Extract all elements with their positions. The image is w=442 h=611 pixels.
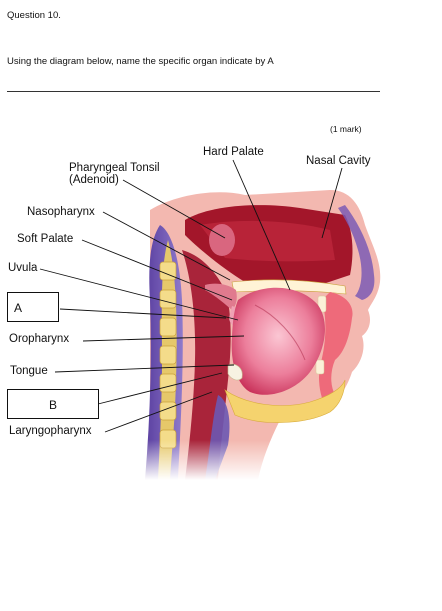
label-laryngopharynx: Laryngopharynx <box>9 425 92 437</box>
answer-line[interactable] <box>7 91 380 92</box>
question-title: Question 10. <box>7 10 61 21</box>
answer-box-a-label: A <box>14 301 23 315</box>
epiglottis <box>227 363 243 381</box>
marks-label: (1 mark) <box>330 124 362 134</box>
tongue <box>231 287 325 395</box>
question-text: Using the diagram below, name the specif… <box>7 56 274 67</box>
lips <box>319 292 353 398</box>
label-pharyngeal-tonsil-line1: Pharyngeal Tonsil <box>69 162 160 174</box>
soft-palate <box>205 283 237 310</box>
label-pharyngeal-tonsil-line2: (Adenoid) <box>69 174 119 187</box>
anatomy-diagram <box>39 159 390 480</box>
label-nasopharynx: Nasopharynx <box>27 206 95 218</box>
jaw <box>224 379 346 423</box>
label-hard-palate: Hard Palate <box>203 146 264 158</box>
answer-box-b[interactable]: B <box>7 389 99 419</box>
label-pharyngeal-tonsil: Pharyngeal Tonsil (Adenoid) <box>69 162 160 186</box>
adenoid <box>209 224 235 256</box>
label-tongue: Tongue <box>10 365 48 377</box>
label-uvula: Uvula <box>8 262 38 274</box>
answer-box-b-label: B <box>49 398 58 412</box>
answer-box-a[interactable]: A <box>7 292 59 322</box>
label-oropharynx: Oropharynx <box>9 333 70 345</box>
label-soft-palate: Soft Palate <box>17 233 74 245</box>
label-nasal-cavity: Nasal Cavity <box>306 155 371 167</box>
